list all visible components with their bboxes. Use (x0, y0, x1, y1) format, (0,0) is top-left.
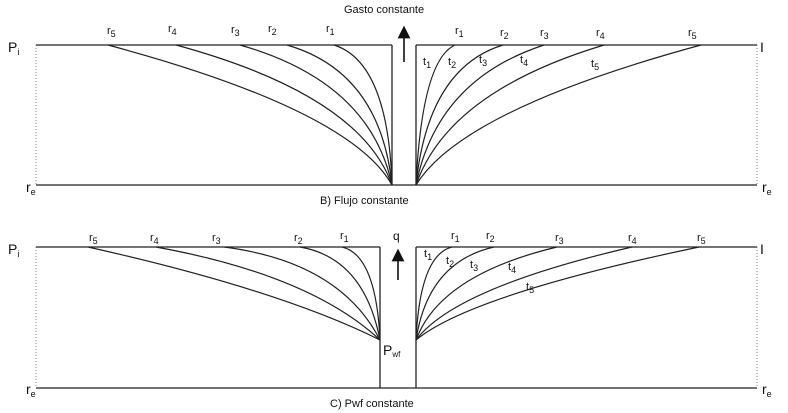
panel-b-left-r3-label: r3 (231, 24, 240, 38)
panel-b-right-curve-t2 (415, 44, 504, 186)
panel-c-left-curve-r3 (223, 246, 381, 341)
panel-b: Pi I re re r5 r4 r3 r2 r1 r1 r2 r3 r4 r5… (8, 23, 772, 207)
panel-c-pi-label-left: Pi (8, 241, 19, 259)
panel-b-left-r5-label: r5 (107, 25, 116, 39)
top-title: Gasto constante (344, 4, 424, 16)
panel-c-re-label-right: re (762, 381, 772, 399)
panel-b-left-curve-r1 (333, 44, 393, 186)
panel-b-t2-label: t2 (448, 56, 456, 70)
panel-c-right-r5-label: r5 (697, 232, 706, 246)
panel-c-q-label: q (393, 229, 400, 243)
panel-c-t2-label: t2 (446, 255, 454, 269)
panel-b-t5-label: t5 (591, 58, 599, 72)
panel-b-right-r3-label: r3 (540, 27, 549, 41)
panel-b-t3-label: t3 (479, 54, 487, 68)
panel-b-re-label-left: re (26, 179, 36, 197)
panel-c-t4-label: t4 (508, 261, 516, 275)
panel-c: Pi I re re q Pwf r5 r4 r3 r2 r1 r1 r2 r3… (8, 229, 772, 410)
panel-c-t5-label: t5 (526, 281, 534, 295)
panel-c-re-label-left: re (26, 381, 36, 399)
panel-c-right-curve-t1 (415, 246, 453, 341)
panel-b-right-curve-t4 (415, 44, 605, 186)
panel-b-left-curve-r3 (239, 44, 393, 186)
panel-c-right-curve-t2 (415, 246, 495, 341)
panel-c-right-curve-t3 (415, 246, 558, 341)
panel-b-re-label-right: re (762, 179, 772, 197)
panel-b-left-r2-label: r2 (268, 23, 277, 37)
panel-c-left-curve-r2 (299, 246, 381, 341)
panel-c-left-r4-label: r4 (150, 232, 159, 246)
panel-c-left-r3-label: r3 (212, 232, 221, 246)
panel-b-t4-label: t4 (520, 54, 528, 68)
panel-b-right-r2-label: r2 (500, 27, 509, 41)
panel-c-t1-label: t1 (424, 248, 432, 262)
panel-c-left-r5-label: r5 (89, 232, 98, 246)
panel-b-right-curve-t5 (415, 44, 702, 186)
panel-c-right-r1-label: r1 (451, 230, 460, 244)
panel-c-left-curve-r4 (155, 246, 381, 341)
panel-b-caption: B) Flujo constante (320, 195, 409, 207)
panel-b-left-curve-r2 (286, 44, 393, 186)
panel-b-left-r1-label: r1 (326, 23, 335, 37)
panel-b-right-curve-t3 (415, 44, 545, 186)
panel-b-t1-label: t1 (423, 56, 431, 70)
panel-b-left-curve-r5 (107, 44, 393, 186)
panel-b-right-r1-label: r1 (455, 25, 464, 39)
panel-c-left-curve-r5 (87, 246, 381, 341)
panel-c-pwf-label: Pwf (383, 342, 401, 359)
panel-b-left-curve-r4 (175, 44, 393, 186)
panel-c-left-r2-label: r2 (294, 232, 303, 246)
panel-b-left-r4-label: r4 (168, 23, 177, 37)
panel-b-pi-label-right: I (760, 39, 764, 55)
panel-c-right-curve-t4 (415, 246, 633, 341)
panel-c-right-curve-t5 (415, 246, 700, 341)
panel-c-right-r3-label: r3 (555, 232, 564, 246)
panel-c-right-r2-label: r2 (486, 230, 495, 244)
panel-c-left-r1-label: r1 (340, 230, 349, 244)
panel-c-left-curve-r1 (341, 246, 381, 341)
panel-b-right-r4-label: r4 (596, 27, 605, 41)
panel-c-right-r4-label: r4 (628, 232, 637, 246)
panel-b-pi-label-left: Pi (8, 39, 19, 57)
panel-c-caption: C) Pwf constante (330, 398, 414, 410)
panel-c-t3-label: t3 (470, 259, 478, 273)
panel-b-right-r5-label: r5 (688, 27, 697, 41)
panel-c-pi-label-right: I (760, 241, 764, 257)
panel-b-right-curve-t1 (415, 44, 456, 186)
